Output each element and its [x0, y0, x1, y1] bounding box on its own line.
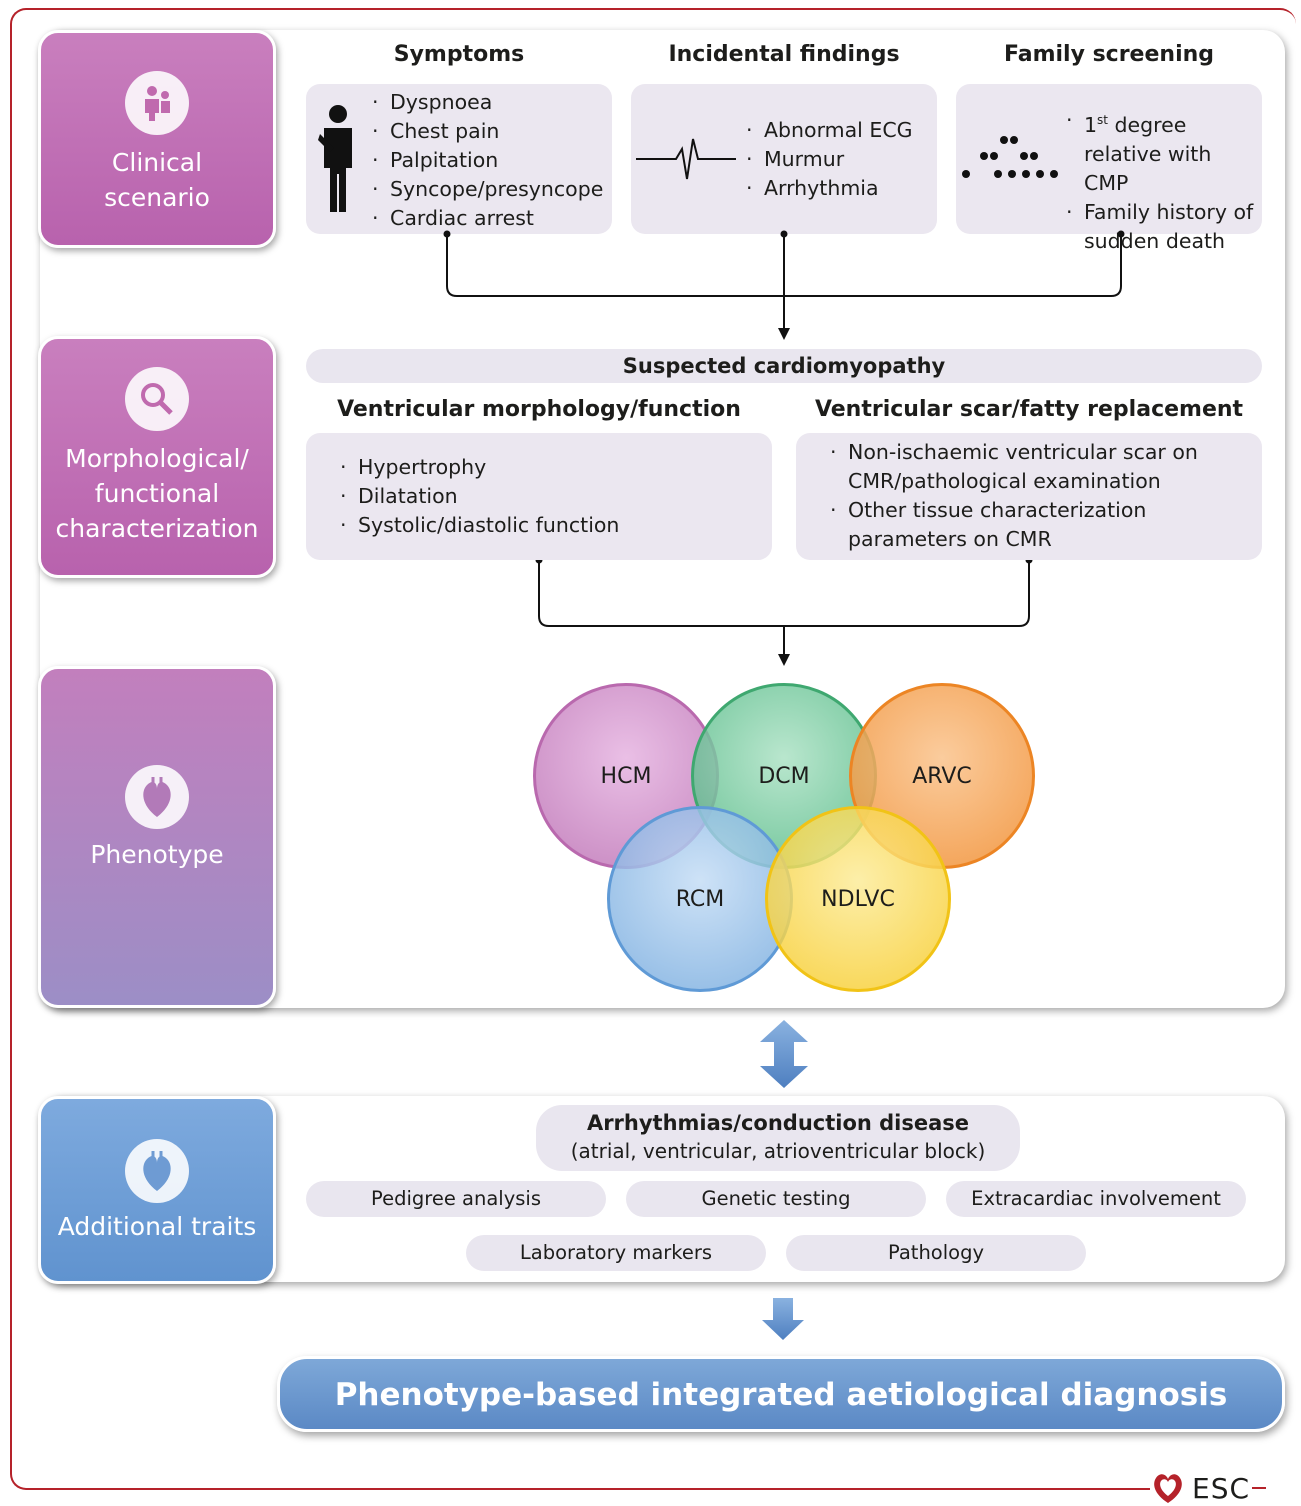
suspected-banner: Suspected cardiomyopathy [306, 349, 1262, 383]
double-arrow-icon [760, 1020, 808, 1088]
list-item: Murmur [742, 145, 932, 174]
list-item: Syncope/presyncope [368, 175, 608, 204]
family-item1-sup: st [1097, 113, 1109, 127]
list-item: Chest pain [368, 117, 608, 146]
esc-logo: ESC [1150, 1470, 1301, 1506]
pill-pedigree: Pedigree analysis [306, 1181, 606, 1217]
phenotype-label: NDLVC [821, 886, 895, 912]
row-title: Clinical scenario [104, 148, 210, 212]
list-item: Systolic/diastolic function [336, 511, 756, 540]
heart-anatomy-icon [125, 1139, 189, 1203]
pill-laboratory: Laboratory markers [466, 1235, 766, 1271]
row-label-additional: Additional traits [38, 1096, 276, 1284]
list-item: Abnormal ECG [742, 116, 932, 145]
heart-anatomy-icon [125, 765, 189, 829]
family-title: Family screening [1003, 42, 1215, 67]
family-item1-post: degree relative with CMP [1084, 112, 1212, 195]
incidental-list: Abnormal ECG Murmur Arrhythmia [742, 116, 932, 203]
phenotype-label: ARVC [912, 763, 972, 789]
doctor-patient-icon [125, 71, 189, 135]
list-item: Cardiac arrest [368, 204, 608, 233]
symptoms-list: Dyspnoea Chest pain Palpitation Syncope/… [368, 88, 608, 233]
list-item: Arrhythmia [742, 174, 932, 203]
heart-logo-icon [1154, 1474, 1182, 1503]
arrhythmia-title: Arrhythmias/conduction disease [586, 1111, 970, 1135]
logo-rule [1252, 1487, 1267, 1489]
person-chest-pain-icon [316, 104, 360, 218]
phenotype-label: HCM [600, 763, 652, 789]
pill-pathology: Pathology [786, 1235, 1086, 1271]
list-item: Palpitation [368, 146, 608, 175]
list-item: Family history of sudden death [1062, 198, 1262, 256]
phenotype-circle-rcm: RCM [607, 806, 793, 992]
row-title: Morphological/ functional characterizati… [55, 444, 259, 543]
morph-left-list: Hypertrophy Dilatation Systolic/diastoli… [336, 453, 756, 540]
esc-logo-text: ESC [1192, 1471, 1251, 1505]
list-item: Non-ischaemic ventricular scar on CMR/pa… [826, 438, 1246, 496]
phenotype-circle-ndlvc: NDLVC [765, 806, 951, 992]
pill-genetic: Genetic testing [626, 1181, 926, 1217]
arrhythmia-subtitle: (atrial, ventricular, atrioventricular b… [570, 1139, 986, 1163]
morph-right-title: Ventricular scar/fatty replacement [814, 397, 1244, 422]
family-item1-pre: 1 [1084, 112, 1098, 137]
figure-frame [10, 8, 1296, 1490]
phenotype-label: RCM [675, 886, 725, 912]
symptoms-title: Symptoms [393, 42, 525, 67]
row-label-clinical: Clinical scenario [38, 30, 276, 248]
ecg-trace-icon [636, 134, 736, 188]
magnifier-icon [125, 367, 189, 431]
family-list: 1st degree relative with CMP Family hist… [1062, 106, 1262, 256]
down-arrow-icon [762, 1298, 804, 1340]
final-diagnosis-banner: Phenotype-based integrated aetiological … [277, 1356, 1285, 1432]
list-item: Hypertrophy [336, 453, 756, 482]
list-item: 1st degree relative with CMP [1062, 106, 1262, 198]
incidental-title: Incidental findings [668, 42, 900, 67]
list-item: Other tissue characterization parameters… [826, 496, 1246, 554]
row-title: Phenotype [90, 840, 224, 869]
phenotype-label: DCM [758, 763, 810, 789]
list-item: Dyspnoea [368, 88, 608, 117]
phenotype-circle-hcm: HCM [533, 683, 719, 869]
arrhythmia-box: Arrhythmias/conduction disease (atrial, … [536, 1105, 1020, 1171]
morph-right-list: Non-ischaemic ventricular scar on CMR/pa… [826, 438, 1246, 554]
pedigree-icon [960, 134, 1060, 188]
row-title: Additional traits [57, 1212, 257, 1241]
pill-extracardiac: Extracardiac involvement [946, 1181, 1246, 1217]
list-item: Dilatation [336, 482, 756, 511]
morph-left-title: Ventricular morphology/function [337, 397, 741, 422]
row-label-phenotype: Phenotype [38, 666, 276, 1008]
row-label-morph: Morphological/ functional characterizati… [38, 336, 276, 578]
